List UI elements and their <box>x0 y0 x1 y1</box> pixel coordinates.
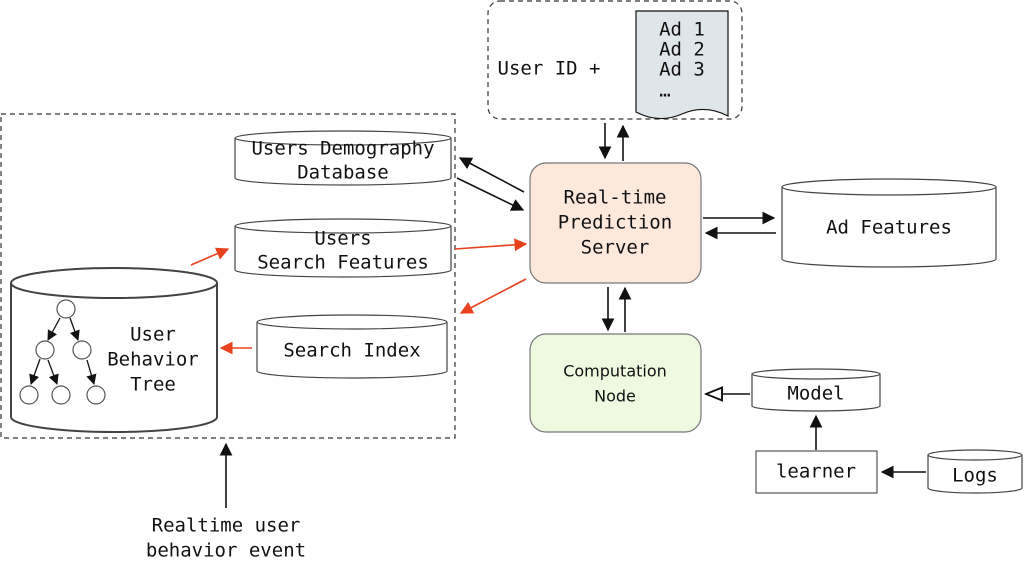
users-demography-label: Users Demography <box>251 138 434 160</box>
ad-list-document <box>635 10 729 120</box>
model-label: Model <box>787 383 844 405</box>
users-demography-cylinder: Users Demography Database <box>234 130 452 186</box>
model-cylinder: Model <box>751 368 881 412</box>
prediction-server-node: Real-time Prediction Server <box>529 162 702 284</box>
ad-list-item: … <box>659 80 670 102</box>
ad-list-item: Ad 2 <box>659 39 705 61</box>
ad-list-item: Ad 3 <box>659 59 705 81</box>
learner-label: learner <box>776 461 856 483</box>
users-search-features-cylinder: Users Search Features <box>234 218 452 278</box>
ad-list-item: Ad 1 <box>659 19 705 41</box>
user-data-dashed-region <box>0 113 456 439</box>
realtime-event-label: Realtime user <box>152 515 301 537</box>
users-search-label: Search Features <box>257 252 429 274</box>
arrow-demography-to-server <box>456 177 525 211</box>
users-search-label: Users <box>314 228 371 250</box>
arrow-server-to-demography <box>458 157 525 193</box>
behavior-tree-label: User <box>130 324 176 346</box>
server-label: Real-time <box>564 187 667 209</box>
user-behavior-tree-cylinder: User Behavior Tree <box>10 267 218 433</box>
ad-features-cylinder: Ad Features <box>781 178 997 268</box>
search-index-label: Search Index <box>283 340 420 362</box>
arrow-tree-to-search-features <box>190 247 230 266</box>
edges <box>190 123 926 508</box>
users-demography-label: Database <box>297 162 389 184</box>
ad-request-group: User ID + Ad 1 Ad 2 Ad 3 … <box>487 0 743 120</box>
ad-features-label: Ad Features <box>826 217 952 239</box>
arrow-search-features-to-server <box>454 238 528 252</box>
user-id-label: User ID + <box>498 58 601 80</box>
computation-label: Node <box>594 387 636 406</box>
tree-diagram-icon <box>19 299 106 405</box>
behavior-tree-label: Behavior <box>107 349 199 371</box>
realtime-event-label: behavior event <box>146 540 306 562</box>
computation-node: Computation Node <box>529 333 702 433</box>
arrow-server-to-search-index <box>459 278 527 314</box>
ad-request-dashed-box <box>487 0 743 120</box>
behavior-tree-label: Tree <box>130 374 176 396</box>
server-label: Server <box>581 237 650 259</box>
search-index-cylinder: Search Index <box>256 314 448 379</box>
server-label: Prediction <box>558 212 672 234</box>
computation-label: Computation <box>563 362 667 381</box>
logs-label: Logs <box>952 465 998 487</box>
learner-node: learner <box>755 450 878 494</box>
logs-cylinder: Logs <box>927 449 1023 494</box>
